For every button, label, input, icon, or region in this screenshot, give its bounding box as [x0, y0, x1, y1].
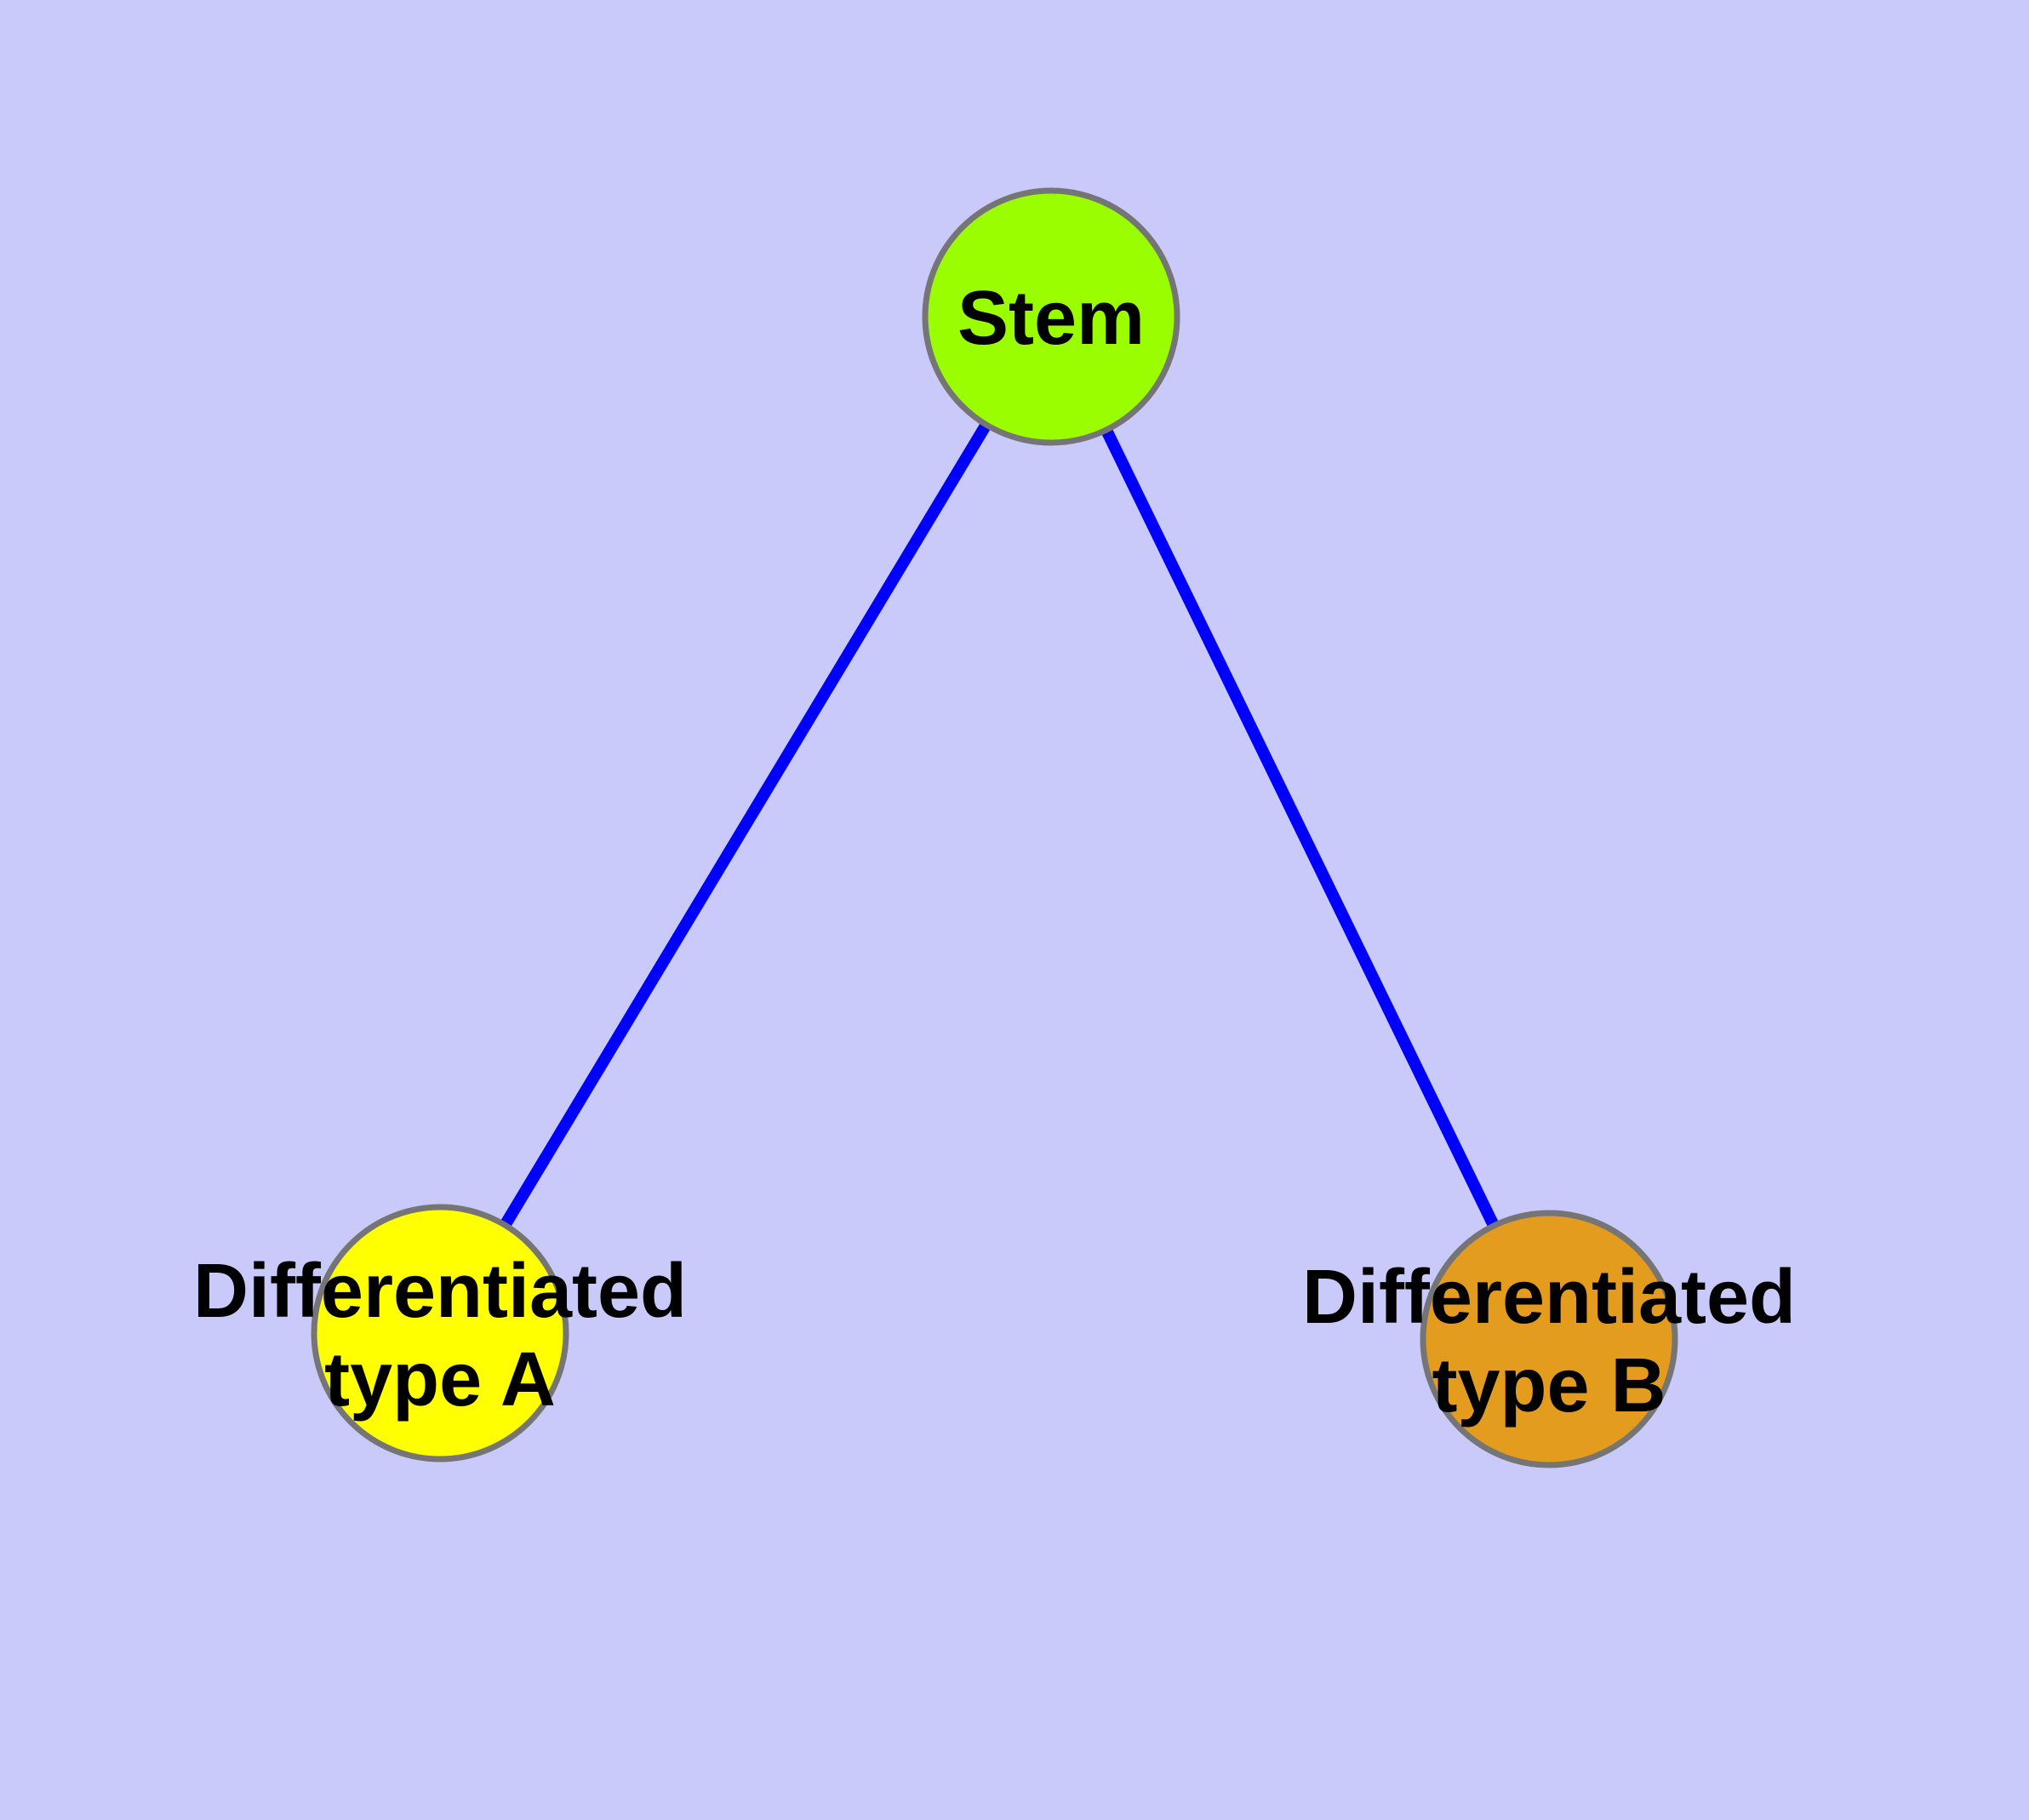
node-stem — [922, 187, 1180, 446]
node-type-b-label-line2: type B — [1432, 1343, 1666, 1428]
edge-stem-to-type-a — [435, 313, 1056, 1336]
edge-stem-to-type-b — [1045, 313, 1555, 1342]
node-stem-label: Stem — [957, 276, 1145, 361]
node-type-a-label-line2: type A — [324, 1337, 556, 1422]
node-differentiated-type-b — [1420, 1210, 1678, 1468]
node-differentiated-type-a — [311, 1204, 569, 1462]
node-type-b-label-line1: Differentiated — [1302, 1255, 1796, 1340]
node-type-a-label-line1: Differentiated — [193, 1249, 687, 1334]
